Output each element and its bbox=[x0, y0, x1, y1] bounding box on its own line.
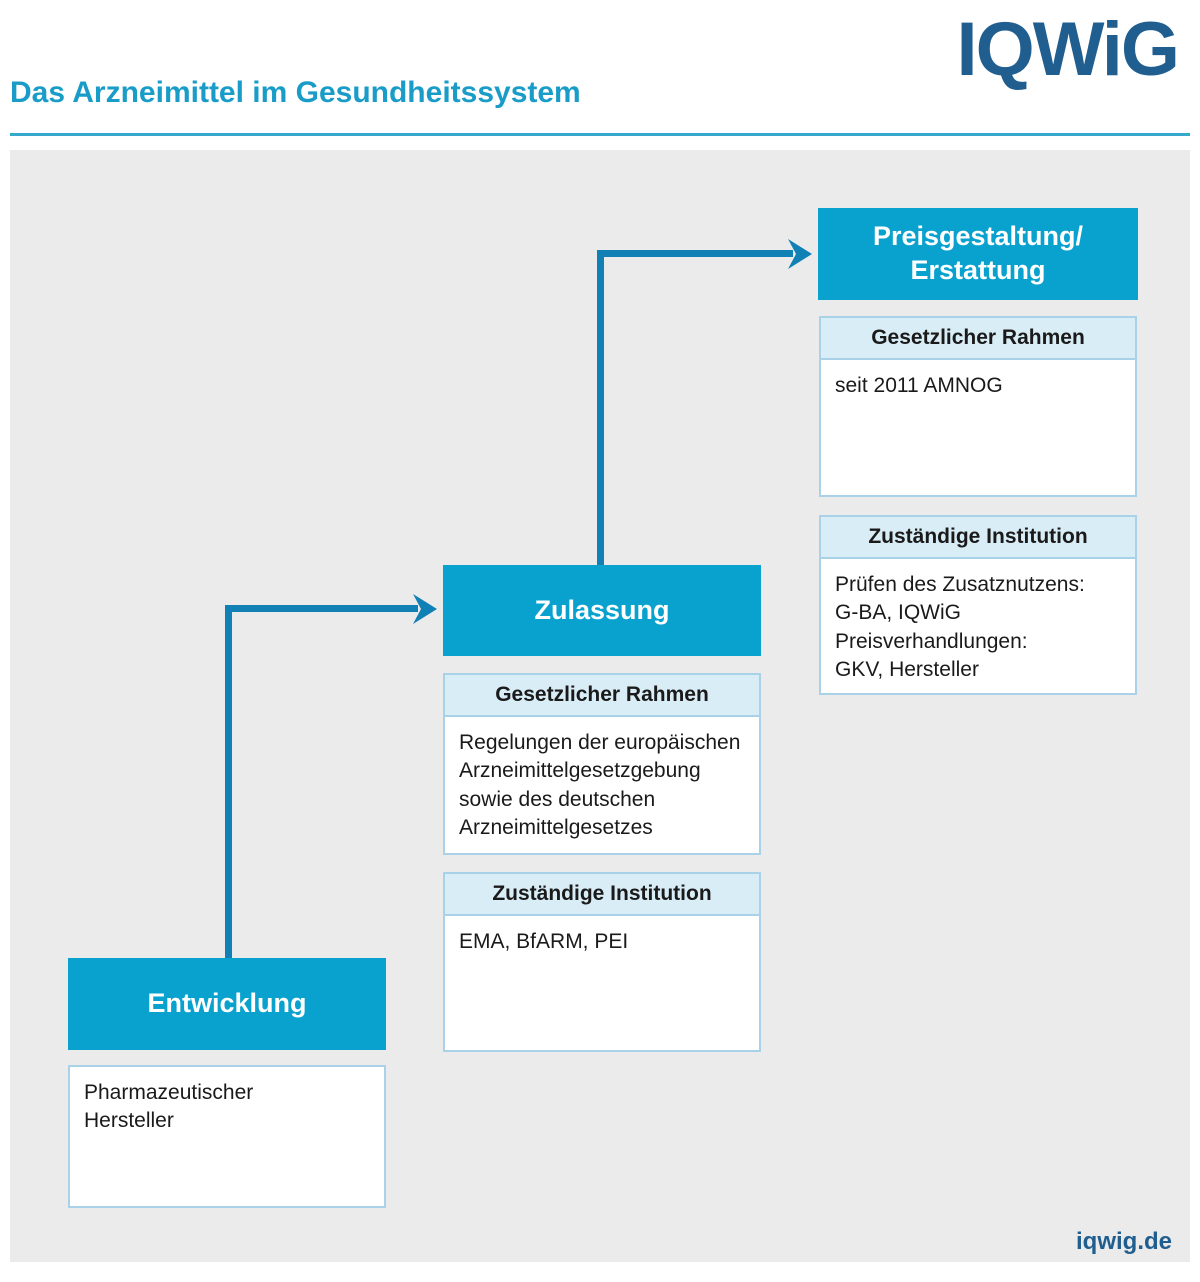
info-box-content: EMA, BfARM, PEI bbox=[459, 930, 629, 953]
info-box-entwicklung-institution: Pharmazeutischer Hersteller bbox=[68, 1065, 386, 1208]
iqwig-logo: IQWiG bbox=[956, 7, 1180, 92]
flow-arrow-entwicklung-zulassung-horizontal bbox=[225, 605, 418, 612]
info-box-content: Prüfen des Zusatznutzens: G-BA, IQWiG Pr… bbox=[835, 573, 1085, 682]
stage-box-entwicklung: Entwicklung bbox=[68, 958, 386, 1050]
info-box-content: Pharmazeutischer Hersteller bbox=[84, 1081, 254, 1133]
footer-site-link: iqwig.de bbox=[1076, 1228, 1172, 1255]
info-box-preis-zustaendige-institution: Zuständige Institution Prüfen des Zusatz… bbox=[819, 515, 1137, 695]
info-box-content: seit 2011 AMNOG bbox=[835, 374, 1003, 397]
info-box-preis-gesetzlicher-rahmen: Gesetzlicher Rahmen seit 2011 AMNOG bbox=[819, 316, 1137, 497]
info-box-zulassung-gesetzlicher-rahmen: Gesetzlicher Rahmen Regelungen der europ… bbox=[443, 673, 761, 855]
stage-box-preisgestaltung-erstattung: Preisgestaltung/ Erstattung bbox=[818, 208, 1138, 300]
info-box-header: Zuständige Institution bbox=[445, 874, 759, 916]
info-box-header: Gesetzlicher Rahmen bbox=[821, 318, 1135, 360]
info-box-header: Gesetzlicher Rahmen bbox=[445, 675, 759, 717]
info-box-header: Zuständige Institution bbox=[821, 517, 1135, 559]
page-title: Das Arzneimittel im Gesundheitssystem bbox=[10, 76, 581, 109]
flow-arrow-zulassung-preis-vertical bbox=[597, 250, 604, 565]
arrowhead-icon bbox=[413, 594, 437, 624]
title-divider bbox=[10, 133, 1190, 136]
flow-arrow-entwicklung-zulassung-vertical bbox=[225, 605, 232, 958]
stage-box-zulassung: Zulassung bbox=[443, 565, 761, 656]
info-box-content: Regelungen der europäischen Arzneimittel… bbox=[459, 731, 741, 840]
info-box-zulassung-zustaendige-institution: Zuständige Institution EMA, BfARM, PEI bbox=[443, 872, 761, 1052]
arrowhead-icon bbox=[788, 239, 812, 269]
flow-arrow-zulassung-preis-horizontal bbox=[597, 250, 793, 257]
